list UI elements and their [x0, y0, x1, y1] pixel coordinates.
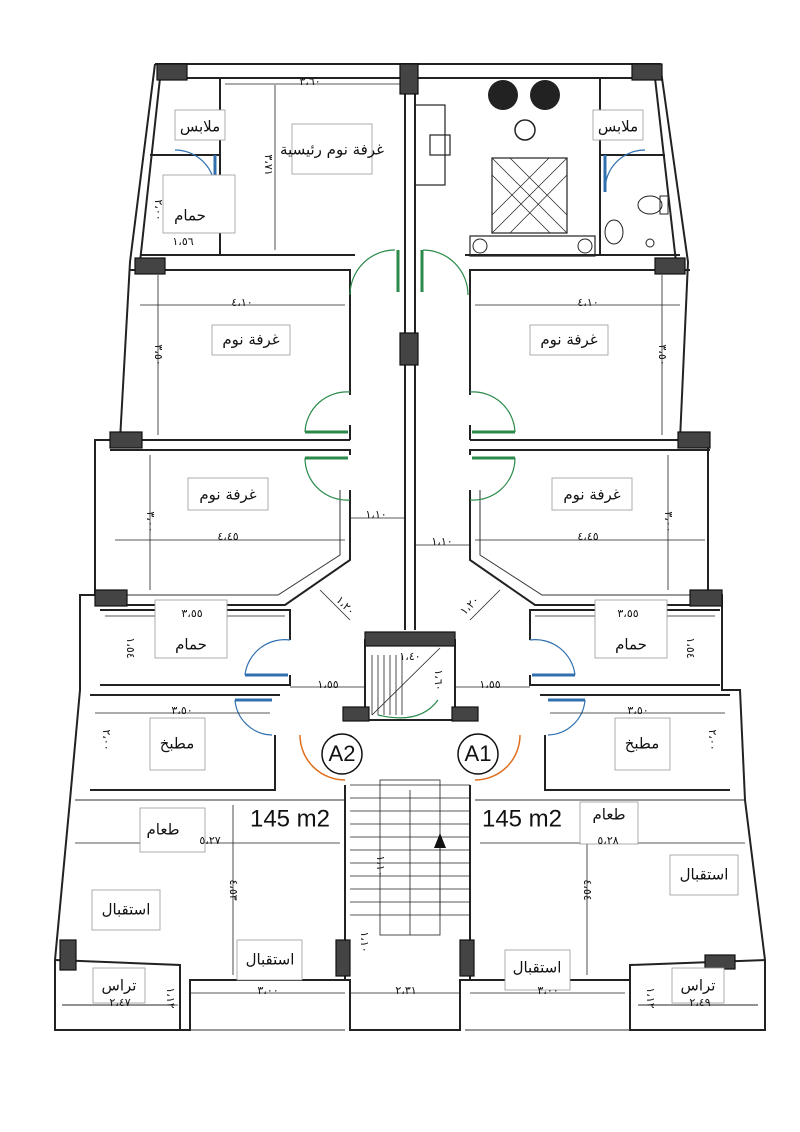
dimension-label: ٥،٢٧	[199, 834, 220, 847]
dimension-label: ٤،١٠	[577, 296, 598, 309]
dimension-label: ١،٥٤	[124, 637, 137, 658]
room-label-dining-left: طعام	[146, 821, 179, 839]
dimension-label: ٣،٥٠	[627, 704, 648, 717]
dimension-label: ١،١٠	[374, 855, 387, 876]
room-labels: ملابس ملابس حمام غرفة نوم رئيسية غرفة نو…	[102, 118, 729, 995]
unit-marker-a1	[457, 733, 499, 775]
room-label-bath-master: حمام	[174, 207, 206, 225]
room-label-reception-right-2: استقبال	[680, 866, 729, 884]
dimension-label: ٢،٠٠	[706, 729, 719, 750]
dimension-label: ٣،٥٥	[181, 607, 202, 620]
dimension-label: ١،٢٠	[458, 594, 482, 618]
dimension-label: ٢،٤٩	[689, 996, 710, 1009]
column	[335, 939, 351, 977]
dimension-label: ٥،٢٨	[597, 834, 618, 847]
room-label-bedroom-tr: غرفة نوم	[540, 331, 597, 349]
room-label-master-bedroom: غرفة نوم رئيسية	[280, 141, 384, 159]
dimension-label: ٣،٠٠	[662, 511, 675, 532]
dimension-label: ١،٥٦	[172, 235, 193, 248]
dimension-label: ٤،١٠	[231, 296, 252, 309]
dimension-label: ١،٤٠	[399, 650, 420, 663]
up-arrow-icon	[434, 833, 446, 848]
dimension-label: ٤،٤٥	[217, 530, 238, 543]
dimension-label: ٢،٣١	[395, 984, 416, 997]
room-label-dining-right: طعام	[592, 806, 625, 824]
dimension-label: ١،٥٥	[317, 678, 338, 691]
column	[59, 939, 77, 971]
column	[364, 631, 456, 647]
column	[399, 63, 419, 95]
room-label-bedroom-ml: غرفة نوم	[199, 486, 256, 504]
dimension-label: ٢،٠٠	[152, 199, 165, 220]
room-label-bedroom-mr: غرفة نوم	[563, 486, 620, 504]
columns	[59, 63, 736, 977]
room-label-bedroom-tl: غرفة نوم	[222, 331, 279, 349]
staircase	[350, 647, 470, 936]
dimension-label: ٣،٥٥	[617, 607, 638, 620]
dimension-label: ١،١٠	[431, 535, 452, 548]
dimension-label: ٣،٠٠	[144, 511, 157, 532]
unit-markers: A2 A1 145 m2 145 m2	[250, 733, 562, 832]
column	[134, 257, 166, 275]
dimension-label: ٢،٤٧	[109, 996, 130, 1009]
dimension-label: ١،١٠	[365, 508, 386, 521]
room-label-kitchen-left: مطبخ	[160, 735, 195, 753]
dimension-label: ٤،٥٣	[227, 879, 240, 900]
column	[156, 63, 188, 81]
area-label-left: 145 m2	[250, 805, 330, 832]
room-label-terrace-right: تراس	[681, 977, 716, 995]
bed-icon	[469, 157, 596, 257]
dimension-label: ١،٦٠	[432, 669, 445, 690]
room-label-dressing-left: ملابس	[180, 118, 220, 136]
room-label-bath-left: حمام	[175, 636, 207, 654]
column	[459, 939, 475, 977]
dimension-label: ١،١٢	[164, 987, 177, 1008]
dimension-label: ١،٥٤	[684, 637, 697, 658]
toilet-icon	[604, 195, 669, 248]
furniture	[414, 80, 669, 257]
unit-label-a1: A1	[465, 741, 492, 766]
room-label-reception-left-1: استقبال	[102, 901, 151, 919]
area-label-right: 145 m2	[482, 805, 562, 832]
dimension-label: ٣،٧١	[262, 154, 275, 175]
dimension-label: ٣،٥٠	[152, 344, 165, 365]
room-label-bath-right: حمام	[615, 636, 647, 654]
dimension-label: ٤،٥٤	[581, 879, 594, 900]
column	[677, 431, 711, 449]
column	[704, 954, 736, 970]
dimension-label: ٣،٥٠	[656, 344, 669, 365]
label-boxes	[91, 109, 739, 1004]
column	[689, 589, 723, 607]
column	[342, 706, 370, 722]
dimension-labels: ٣،٦٠ ٣،٧١ ٢،٠٠ ١،٥٦ ٤،١٠ ٤،١٠ ٣،٥٠ ٣،٥٠ …	[100, 75, 719, 1009]
column	[631, 63, 663, 81]
dimension-label: ١،٥٥	[479, 678, 500, 691]
dimension-label: ٣،٦٠	[299, 75, 320, 88]
room-label-reception-right-1: استقبال	[513, 959, 562, 977]
column	[94, 589, 128, 607]
dimension-label: ٣،٠٠	[537, 984, 558, 997]
dimension-label: ٣،٥٠	[171, 704, 192, 717]
room-label-terrace-left: تراس	[102, 977, 137, 995]
dimension-label: ١،٢٠	[333, 594, 357, 618]
unit-marker-a2	[321, 733, 363, 775]
column	[399, 332, 419, 366]
dimension-label: ٣،٠٠	[257, 984, 278, 997]
room-label-dressing-right: ملابس	[598, 118, 638, 136]
vanity-icon	[414, 104, 451, 186]
plant-icon	[488, 80, 560, 141]
unit-label-a2: A2	[329, 741, 356, 766]
room-label-kitchen-right: مطبخ	[625, 735, 660, 753]
column	[451, 706, 479, 722]
dimension-label: ١،١٠	[358, 931, 371, 952]
dimension-label: ١،١٢	[644, 987, 657, 1008]
dimension-label: ٤،٤٥	[577, 530, 598, 543]
lift-shaft	[371, 647, 441, 719]
dimension-label: ٢،٠٠	[100, 729, 113, 750]
column	[654, 257, 686, 275]
room-label-reception-left-2: استقبال	[246, 951, 295, 969]
column	[109, 431, 143, 449]
